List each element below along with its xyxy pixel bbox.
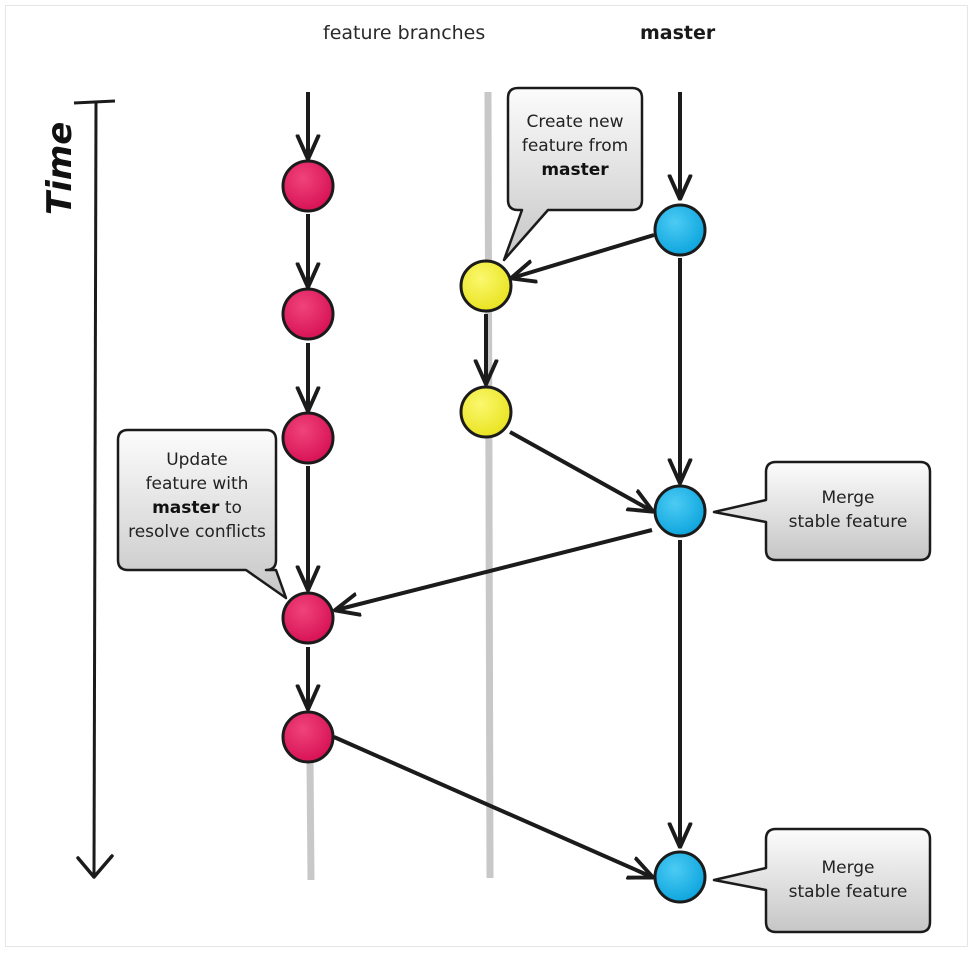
callout-line: stable feature xyxy=(788,882,908,902)
commit-node xyxy=(281,159,335,213)
callout-merge-2 xyxy=(712,827,932,934)
commit-node xyxy=(653,850,707,904)
callout-line: Update xyxy=(166,450,228,470)
commit-node xyxy=(281,710,335,764)
commit-node xyxy=(281,591,335,645)
callout-line: feature from xyxy=(521,136,629,156)
time-axis-label: Time xyxy=(40,121,80,215)
update-arrow xyxy=(336,528,653,610)
callout-update-feature-text: Update feature with master to resolve co… xyxy=(118,448,276,544)
commit-node xyxy=(281,411,335,465)
master-header: master xyxy=(640,22,716,44)
callout-line: stable feature xyxy=(788,512,908,532)
branch-off-arrow xyxy=(512,233,655,278)
commit-node xyxy=(653,203,707,257)
commit-node xyxy=(281,287,335,341)
merge-arrows xyxy=(333,233,655,877)
merge-arrow-1 xyxy=(509,430,652,511)
callout-line: Merge xyxy=(821,488,875,508)
feature-b-rail xyxy=(484,91,494,879)
callout-line: master to xyxy=(152,498,242,518)
feature-a-commits xyxy=(281,159,335,764)
callout-line: resolve conflicts xyxy=(128,522,266,542)
callout-create-feature-text: Create new feature from master xyxy=(510,110,640,182)
merge-arrow-2 xyxy=(333,735,652,877)
commit-node xyxy=(459,385,513,439)
callout-merge-1-text: Merge stable feature xyxy=(766,486,930,534)
callout-update-feature xyxy=(116,428,288,600)
feature-branches-header: feature branches xyxy=(323,22,486,44)
feature-a-rail xyxy=(306,759,315,881)
callout-create-feature xyxy=(502,86,644,262)
time-axis-arrow xyxy=(73,99,116,879)
callout-merge-2-text: Merge stable feature xyxy=(766,856,930,904)
callout-line: master xyxy=(541,160,609,180)
feature-b-commits xyxy=(459,259,513,439)
callout-line: feature with xyxy=(145,474,249,494)
callout-line: Create new xyxy=(526,112,624,132)
diagram-frame xyxy=(5,5,968,947)
master-commits xyxy=(653,203,707,904)
callout-line: Merge xyxy=(821,858,875,878)
commit-node xyxy=(459,259,513,313)
callout-merge-1 xyxy=(712,460,932,562)
commit-node xyxy=(653,484,707,538)
